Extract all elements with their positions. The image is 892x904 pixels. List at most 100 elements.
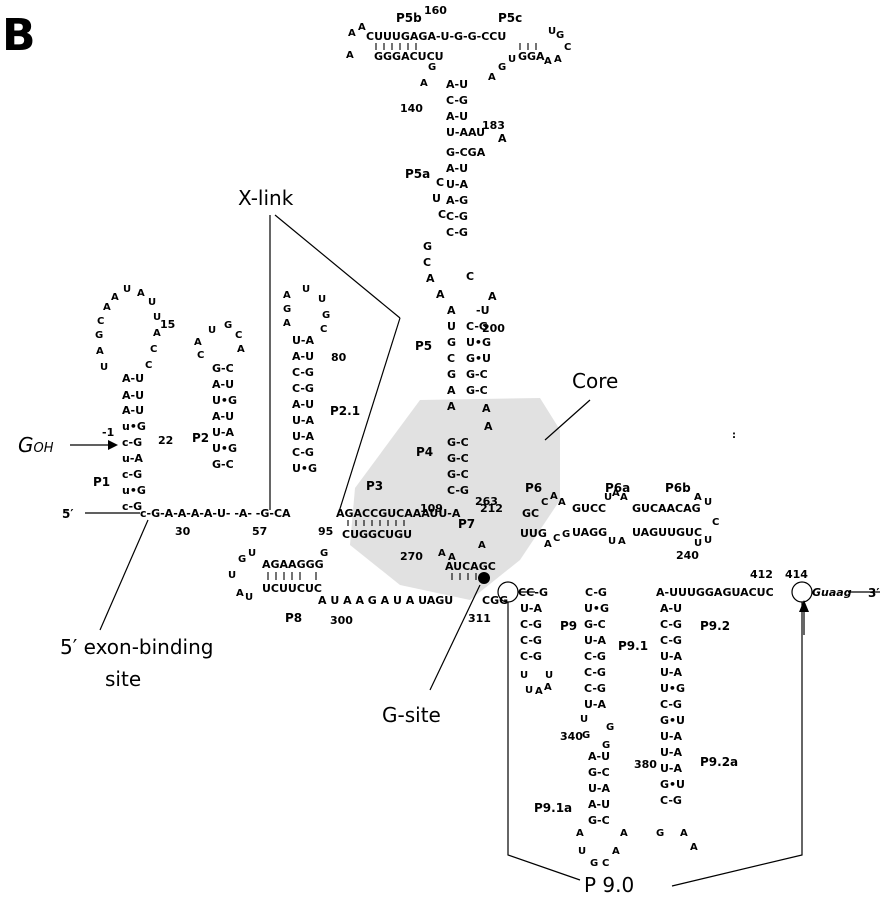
- svg-text:C: C: [712, 517, 719, 528]
- svg-text:A: A: [488, 290, 497, 303]
- svg-text:A: A: [478, 540, 486, 551]
- svg-text:A: A: [348, 28, 356, 39]
- svg-text:G: G: [590, 858, 598, 869]
- panel-letter: B: [2, 10, 36, 61]
- svg-text:G: G: [606, 722, 614, 733]
- p2-1-helix: A U U G G A C U-A A-U C-G C-G A-U U-A U-…: [283, 284, 330, 475]
- svg-text:C-G: C-G: [520, 618, 542, 631]
- svg-text:U-A: U-A: [660, 762, 682, 775]
- svg-text:C: C: [197, 350, 204, 361]
- exon-site-pointer: [99, 519, 149, 631]
- svg-text:U-A: U-A: [212, 426, 234, 439]
- svg-text:A: A: [488, 72, 496, 83]
- g-site-marker: [478, 572, 490, 584]
- p9-0-label: P 9.0: [584, 873, 634, 897]
- svg-text:U•G: U•G: [660, 682, 685, 695]
- svg-text:A: A: [448, 552, 456, 563]
- goh-label: GOH: [18, 433, 54, 457]
- svg-text:C-G: C-G: [660, 698, 682, 711]
- svg-text:G: G: [423, 240, 432, 253]
- label-p2-1: P2.1: [330, 404, 360, 418]
- svg-text:G•U: G•U: [660, 778, 685, 791]
- svg-text:u•G: u•G: [122, 420, 146, 433]
- svg-text:C-G: C-G: [466, 320, 488, 333]
- svg-text:U•G: U•G: [466, 336, 491, 349]
- pos-109: 109: [420, 502, 443, 515]
- svg-text:U•G: U•G: [212, 394, 237, 407]
- svg-text:U: U: [525, 685, 533, 696]
- core-label: Core: [572, 369, 618, 393]
- svg-text:A: A: [576, 828, 584, 839]
- svg-text:U-A: U-A: [584, 698, 606, 711]
- svg-text:A: A: [237, 344, 245, 355]
- label-p5: P5: [415, 339, 432, 353]
- svg-text:A: A: [447, 304, 456, 317]
- j8-7-strand: A U A A G A U A UAGU: [318, 594, 453, 607]
- p3-top-strand: AGACCGUCAAAUU-A: [336, 507, 461, 520]
- p9-1-helix: U•G G-C U-A C-G C-G C-G U-A U G G G A-U …: [576, 602, 628, 869]
- svg-text:A: A: [690, 842, 698, 853]
- label-p6a: P6a: [605, 481, 630, 495]
- svg-text:A: A: [283, 318, 291, 329]
- svg-text:C: C: [466, 270, 474, 283]
- svg-text:A-U: A-U: [122, 389, 144, 402]
- pos-414: 414: [785, 568, 808, 581]
- label-p9-2: P9.2: [700, 619, 730, 633]
- svg-text:C: C: [145, 360, 152, 371]
- p5b-bottom-strand: GGGACUCU: [374, 50, 444, 63]
- svg-text:G-C: G-C: [212, 362, 234, 375]
- svg-text:A: A: [612, 846, 620, 857]
- label-p9-1a: P9.1a: [534, 801, 572, 815]
- svg-text:-U: -U: [476, 304, 490, 317]
- p9-0-circle-right: [791, 581, 813, 603]
- svg-text:A: A: [484, 420, 493, 433]
- svg-text:C: C: [564, 42, 571, 53]
- svg-text:u•G: u•G: [122, 484, 146, 497]
- pos-15: 15: [160, 318, 175, 331]
- svg-text:G: G: [447, 336, 456, 349]
- p9-2-helix: A-U C-G C-G U-A U-A U•G C-G G•U U-A U-A …: [656, 602, 698, 853]
- svg-text:G: G: [447, 368, 456, 381]
- svg-text:U: U: [578, 846, 586, 857]
- svg-text:C: C: [150, 344, 157, 355]
- pos-240: 240: [676, 549, 699, 562]
- svg-text:U: U: [548, 26, 556, 37]
- svg-text:U-A: U-A: [446, 178, 468, 191]
- svg-text:U: U: [100, 362, 108, 373]
- svg-text:U-A: U-A: [660, 650, 682, 663]
- svg-text:C-G: C-G: [446, 94, 468, 107]
- svg-text:A: A: [694, 492, 702, 503]
- svg-text:G-C: G-C: [212, 458, 234, 471]
- svg-text:G: G: [556, 30, 564, 41]
- svg-text:G: G: [428, 62, 436, 73]
- svg-text:U•G: U•G: [212, 442, 237, 455]
- backbone-seq-left: c-G-A-A-A-A-U- -A- -G-CA: [140, 507, 291, 520]
- pos-340: 340: [560, 730, 583, 743]
- gsite-label: G-site: [382, 703, 441, 727]
- svg-text:G-C: G-C: [588, 766, 610, 779]
- svg-text:U: U: [545, 670, 553, 681]
- stray-mark: :: [732, 430, 736, 441]
- p9-helix: U-A C-G C-G C-G U U U A A: [520, 602, 553, 697]
- label-p7: P7: [458, 517, 475, 531]
- svg-text:A: A: [612, 488, 620, 499]
- pos-95: 95: [318, 525, 333, 538]
- pos-22: 22: [158, 434, 173, 447]
- xlink-line-right-a: [274, 214, 401, 319]
- svg-text:A-U: A-U: [122, 372, 144, 385]
- pos-80: 80: [331, 351, 347, 364]
- label-p6: P6: [525, 481, 542, 495]
- pos-412: 412: [750, 568, 773, 581]
- pos-200: 200: [482, 322, 505, 335]
- svg-text:A: A: [620, 492, 628, 503]
- svg-text:C: C: [447, 352, 455, 365]
- svg-text:U: U: [694, 538, 702, 549]
- svg-text:A: A: [436, 288, 445, 301]
- pos-30: 30: [175, 525, 191, 538]
- svg-text:U: U: [248, 548, 256, 559]
- svg-text:C-G: C-G: [292, 446, 314, 459]
- svg-text:G-C: G-C: [447, 468, 469, 481]
- label-p9-2a: P9.2a: [700, 755, 738, 769]
- svg-text:A: A: [103, 302, 111, 313]
